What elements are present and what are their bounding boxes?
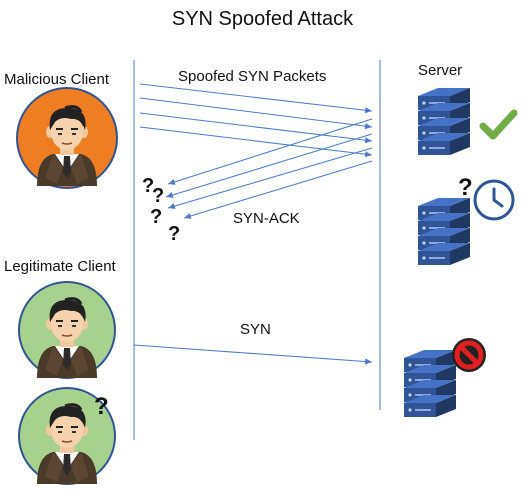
legitimate-client-label: Legitimate Client — [4, 258, 116, 275]
server-label: Server — [418, 62, 463, 79]
syn-ack-arrows — [165, 118, 373, 219]
svg-text:?: ? — [152, 185, 164, 207]
svg-text:?: ? — [168, 223, 180, 245]
diagram-title: SYN Spoofed Attack — [171, 8, 354, 30]
malicious-client-avatar — [16, 87, 118, 189]
checkmark-icon — [479, 109, 518, 140]
legit-syn-arrow — [133, 344, 373, 365]
syn-ack-label: SYN-ACK — [233, 210, 300, 227]
server-icon — [418, 88, 470, 155]
svg-text:?: ? — [142, 175, 154, 197]
ban-icon — [452, 338, 486, 372]
question-mark-icon: ? — [458, 174, 473, 201]
spoofed-syn-arrows — [139, 83, 373, 158]
svg-text:?: ? — [150, 206, 162, 228]
server-icon — [418, 198, 470, 265]
clock-icon — [473, 179, 515, 221]
question-mark-icon: ? — [94, 393, 109, 420]
malicious-client-label: Malicious Client — [4, 71, 110, 88]
spoofed-syn-label: Spoofed SYN Packets — [178, 68, 327, 85]
question-mark-icon: ? ? ? ? — [142, 175, 180, 245]
syn-label: SYN — [240, 321, 271, 338]
legitimate-client-avatar — [18, 281, 116, 380]
server-icon — [404, 350, 456, 417]
waiting-client-avatar — [18, 387, 116, 486]
